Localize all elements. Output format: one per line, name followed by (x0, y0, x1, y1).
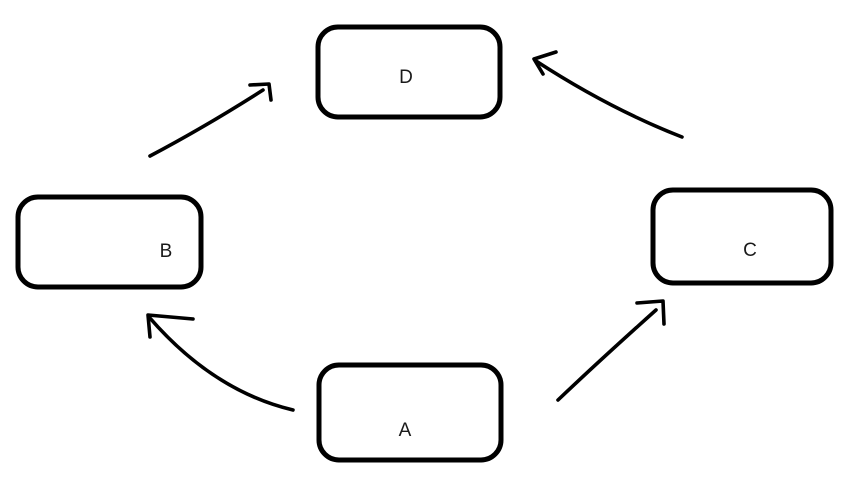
arrowhead-B-to-D (248, 82, 273, 102)
edge-A-to-C (556, 308, 658, 402)
arrowhead-A-to-B (146, 313, 195, 339)
node-label-B: B (160, 241, 173, 262)
node-label-D: D (399, 67, 413, 88)
edge-B-to-D (148, 88, 265, 158)
node-box-B (15, 194, 204, 290)
node-label-C: C (743, 240, 757, 261)
edge-A-to-B (147, 315, 295, 412)
node-box-A (316, 362, 504, 463)
node-label-A: A (399, 420, 412, 441)
arrowhead-C-to-D (532, 50, 558, 76)
node-box-C (650, 187, 834, 286)
edge-C-to-D (534, 59, 684, 139)
node-box-D (315, 24, 503, 120)
arrowhead-A-to-C (635, 299, 666, 326)
